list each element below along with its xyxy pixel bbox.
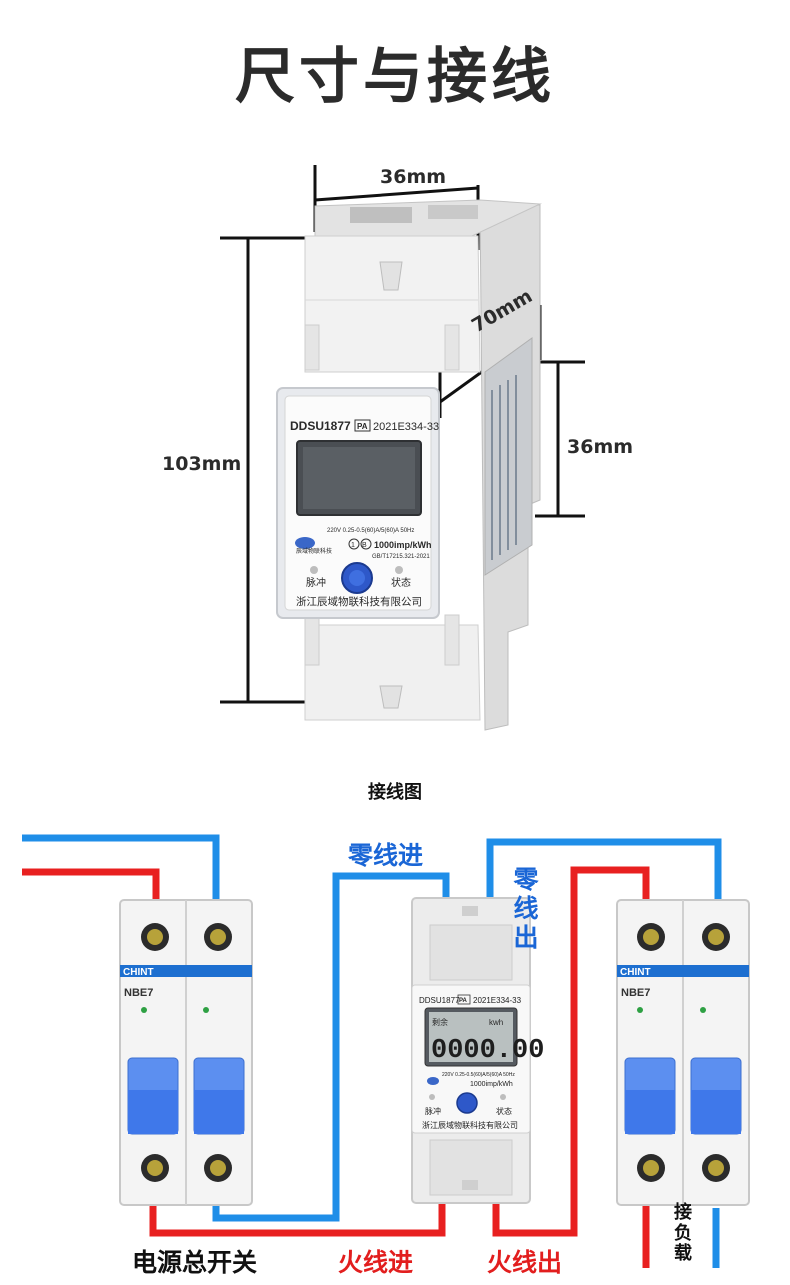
meter-status-label: 状态 [391, 576, 411, 589]
display-value: 0000.00 [431, 1036, 544, 1066]
wires [22, 834, 722, 1268]
wire-live-in [149, 1182, 446, 1237]
main-breaker-brand: CHINT [123, 967, 154, 978]
load-switch-breaker [616, 899, 750, 1206]
label-live-in: 火线进 [338, 1248, 414, 1277]
wire-neutral-supply [22, 834, 220, 908]
display-left-label: 剩余 [432, 1017, 448, 1027]
dimension-width-label: 36mm [380, 166, 447, 188]
wire-live-supply [22, 868, 160, 908]
wiring-meter-company: 浙江辰域物联科技有限公司 [422, 1120, 518, 1130]
wiring-meter-spec: 220V 0.25-0.5(60)A/5(60)A 50Hz [442, 1072, 515, 1078]
label-load: 接负载 [674, 1202, 692, 1265]
wiring-meter-model: DDSU1877 [419, 996, 460, 1005]
display-unit: kwh [489, 1018, 503, 1027]
dimension-height-label: 103mm [162, 453, 242, 475]
wire-live-out [492, 866, 650, 1237]
label-neutral-out: 零线出 [513, 865, 539, 952]
meter-cert-no: 2021E334-33 [373, 421, 439, 433]
main-switch-breaker [119, 899, 253, 1206]
wiring-meter-constant: 1000imp/kWh [470, 1081, 513, 1088]
label-main-switch: 电源总开关 [132, 1248, 258, 1277]
dimension-front-height-label: 36mm [567, 436, 634, 458]
wiring-diagram-title: 接线图 [368, 782, 422, 803]
wiring-meter [411, 897, 531, 1204]
page-title: 尺寸与接线 [235, 42, 555, 112]
meter-company: 浙江辰域物联科技有限公司 [296, 595, 422, 608]
meter-constant: 1000imp/kWh [374, 540, 432, 550]
meter-spec: 220V 0.25-0.5(60)A/5(60)A 50Hz [327, 528, 414, 534]
wiring-meter-cert-no: 2021E334-33 [473, 996, 522, 1005]
meter-b-mark: B [362, 542, 367, 549]
meter-cert-mark: PA [357, 422, 368, 431]
wiring-meter-status-label: 状态 [496, 1106, 512, 1116]
wire-neutral-in [212, 872, 450, 1222]
wiring-meter-cert-mark: PA [459, 998, 468, 1004]
meter-class-mark: 1 [351, 542, 355, 549]
load-breaker-model: NBE7 [621, 987, 650, 999]
wiring-meter-pulse-label: 脉冲 [425, 1106, 441, 1116]
main-breaker-model: NBE7 [124, 987, 153, 999]
meter-standard: GB/T17215.321-2021 [372, 554, 430, 560]
label-live-out: 火线出 [487, 1248, 563, 1277]
meter-body [276, 199, 542, 731]
meter-model: DDSU1877 [290, 419, 351, 433]
load-breaker-brand: CHINT [620, 967, 651, 978]
meter-brand: 辰域物联科技 [296, 547, 332, 555]
meter-pulse-label: 脉冲 [306, 576, 326, 589]
wire-neutral-out [486, 838, 722, 908]
label-neutral-in: 零线进 [348, 841, 424, 870]
